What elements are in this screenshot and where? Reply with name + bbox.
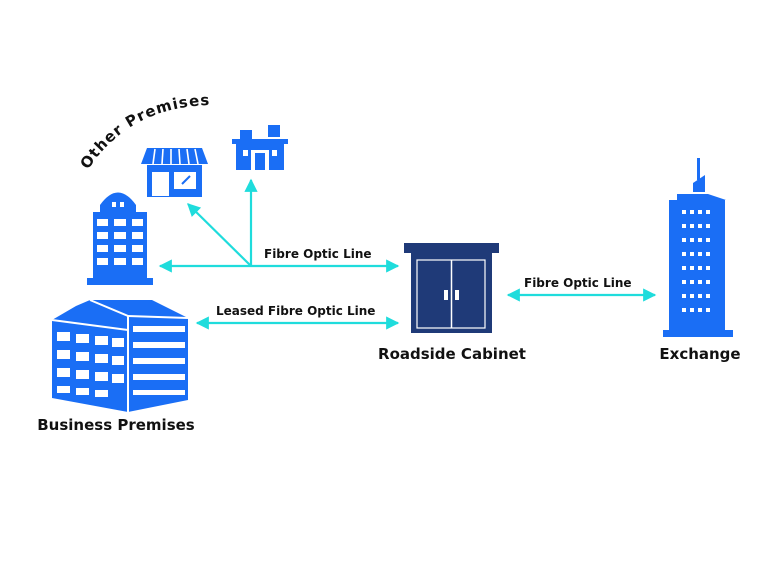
leased-line-label: Leased Fibre Optic Line xyxy=(216,304,375,318)
exchange-window xyxy=(706,266,710,270)
exchange-window xyxy=(690,210,694,214)
exchange-window xyxy=(706,252,710,256)
exchange-window xyxy=(698,224,702,228)
exchange-window xyxy=(690,266,694,270)
exchange-label: Exchange xyxy=(659,345,740,363)
fibre-line-premises-label: Fibre Optic Line xyxy=(264,247,372,261)
exchange-window xyxy=(682,294,686,298)
exchange-window xyxy=(706,308,710,312)
exchange-window xyxy=(698,280,702,284)
exchange-window xyxy=(690,252,694,256)
cabinet-icon xyxy=(404,243,499,333)
business-premises-label: Business Premises xyxy=(37,416,195,434)
exchange-window xyxy=(690,308,694,312)
exchange-window xyxy=(682,210,686,214)
exchange-window xyxy=(698,266,702,270)
exchange-window xyxy=(682,238,686,242)
shop-icon xyxy=(141,148,208,197)
office-tower-icon xyxy=(87,192,153,285)
exchange-window xyxy=(690,224,694,228)
exchange-window xyxy=(682,266,686,270)
exchange-window xyxy=(698,294,702,298)
exchange-window xyxy=(682,280,686,284)
exchange-window xyxy=(706,294,710,298)
business-building-icon xyxy=(51,299,189,412)
connectors xyxy=(158,178,657,330)
exchange-window xyxy=(698,252,702,256)
exchange-window xyxy=(682,224,686,228)
exchange-window xyxy=(682,252,686,256)
exchange-window xyxy=(698,238,702,242)
exchange-window xyxy=(706,280,710,284)
roadside-cabinet-label: Roadside Cabinet xyxy=(378,345,526,363)
connector-to-shop xyxy=(187,203,252,267)
exchange-window xyxy=(698,210,702,214)
exchange-window xyxy=(698,308,702,312)
exchange-window xyxy=(690,280,694,284)
exchange-window xyxy=(690,238,694,242)
exchange-tower-icon xyxy=(663,158,733,337)
exchange-window xyxy=(690,294,694,298)
exchange-window xyxy=(706,210,710,214)
exchange-window xyxy=(706,238,710,242)
house-icon xyxy=(232,125,288,170)
exchange-window xyxy=(682,308,686,312)
fibre-line-exchange-label: Fibre Optic Line xyxy=(524,276,632,290)
exchange-window xyxy=(706,224,710,228)
